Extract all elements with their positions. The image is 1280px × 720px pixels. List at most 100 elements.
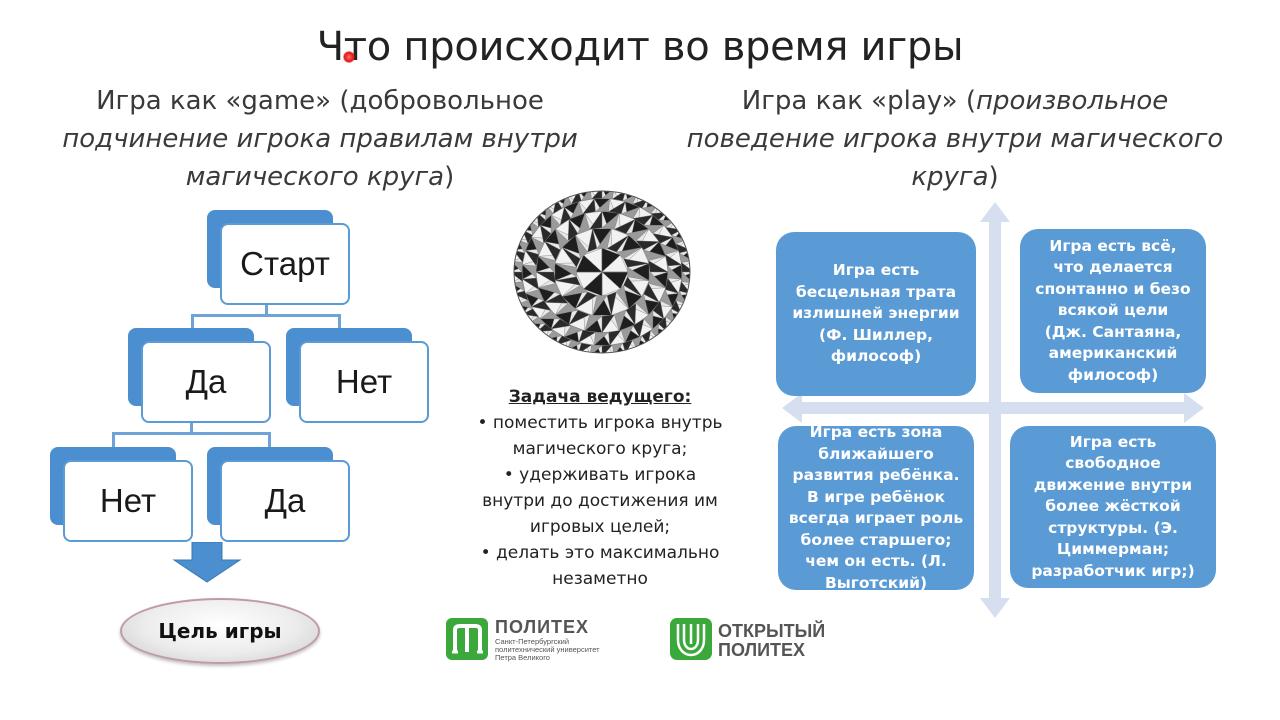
connector-no2-drop xyxy=(112,432,115,449)
tiling-triangle xyxy=(643,224,665,234)
host-task: Задача ведущего: • поместить игрока внут… xyxy=(470,384,730,592)
game-heading-line3: магического круга xyxy=(185,162,445,192)
tiling-triangle xyxy=(632,335,643,351)
tiling-triangle xyxy=(577,212,590,235)
host-task-item: • делать это максимально незаметно xyxy=(480,543,720,589)
tiling-triangle xyxy=(613,218,636,235)
tiling-triangle xyxy=(681,261,690,273)
no-box: Нет xyxy=(299,341,429,423)
tiling-triangle xyxy=(652,233,674,244)
tiling-triangle xyxy=(681,271,690,284)
tiling-triangle xyxy=(643,249,667,261)
tiling-triangle xyxy=(635,240,660,251)
polytech-logo-sub1: Санкт-Петербургский xyxy=(495,637,570,646)
tiling-triangle xyxy=(535,271,556,284)
tiling-triangle xyxy=(593,332,610,346)
tiling-triangle xyxy=(559,206,572,226)
down-arrow-icon xyxy=(172,542,242,583)
tiling-triangle xyxy=(550,214,561,234)
tiling-triangle xyxy=(521,264,537,279)
tiling-triangle xyxy=(643,282,660,303)
tiling-triangle xyxy=(664,253,683,267)
magic-circle-image xyxy=(513,190,691,354)
game-heading: Игра как «game» (добровольное подчинение… xyxy=(40,82,600,196)
tiling-triangle xyxy=(537,255,556,273)
tiling-triangle xyxy=(550,318,572,330)
tiling-triangle xyxy=(575,291,598,309)
tiling-triangle xyxy=(516,299,534,310)
tiling-triangle xyxy=(521,277,540,291)
tiling-triangle xyxy=(567,218,579,242)
tiling-triangle xyxy=(606,235,629,253)
polytech-logo-sub3: Петра Великого xyxy=(495,653,550,662)
tiling-triangle xyxy=(539,310,561,320)
tiling-triangle xyxy=(596,228,612,249)
tiling-triangle xyxy=(554,263,577,278)
connector-right-drop xyxy=(338,314,341,330)
play-heading-line2: поведение игрока внутри магического xyxy=(686,124,1224,154)
polytech-logo-icon xyxy=(446,618,488,660)
game-heading-line3-end: ) xyxy=(444,162,455,192)
connector-left-drop xyxy=(191,314,194,330)
tiling-triangle xyxy=(625,302,637,326)
tiling-triangle xyxy=(561,193,572,209)
tiling-triangle xyxy=(601,344,613,353)
tiling-triangle xyxy=(615,247,643,259)
tiling-triangle xyxy=(539,224,552,244)
play-heading-line3: круга xyxy=(911,162,989,192)
polytech-logo-name: ПОЛИТЕХ xyxy=(495,617,590,637)
tiling-triangle xyxy=(563,325,584,338)
tiling-triangle xyxy=(667,265,683,280)
tiling-triangle xyxy=(575,235,588,260)
tiling-triangle xyxy=(554,228,569,251)
connector-yes-v xyxy=(190,420,193,434)
tiling-triangle xyxy=(592,295,608,316)
goal-ellipse: Цель игры xyxy=(120,598,320,664)
yes-box: Да xyxy=(141,341,271,423)
play-heading-line3-end: ) xyxy=(988,162,999,192)
slide-title: Что происходит во время игры xyxy=(316,24,964,70)
tiling-triangle xyxy=(514,271,523,283)
tiling-triangle xyxy=(614,309,627,332)
tiling-triangle xyxy=(625,228,650,242)
tiling-triangle xyxy=(623,276,643,297)
open-polytech-line2: ПОЛИТЕХ xyxy=(718,640,806,660)
tiling-triangle xyxy=(589,344,603,353)
play-heading-strong: Игра как «play» xyxy=(741,86,958,116)
tiling-triangle xyxy=(659,289,673,308)
tiling-triangle xyxy=(530,300,552,311)
yes-box-2: Да xyxy=(220,460,350,542)
tiling-triangle xyxy=(582,198,596,215)
start-box: Старт xyxy=(220,223,350,305)
tiling-triangle xyxy=(601,212,620,230)
tiling-triangle xyxy=(561,247,581,268)
tiling-triangle xyxy=(591,191,603,200)
open-polytech-logo-icon xyxy=(670,618,712,660)
tiling-triangle xyxy=(670,234,688,245)
tiling-triangle xyxy=(584,314,603,332)
tiling-triangle xyxy=(587,228,598,253)
connector-start-v xyxy=(265,300,268,316)
tiling-triangle xyxy=(608,329,622,346)
tiling-triangle xyxy=(635,293,650,316)
tiling-triangle xyxy=(524,289,545,301)
tiling-triangle xyxy=(514,260,523,273)
tiling-triangle xyxy=(601,191,615,200)
tiling-triangle xyxy=(607,201,626,215)
play-heading: Игра как «play» (произвольное поведение … xyxy=(670,82,1240,196)
tiling-triangle xyxy=(606,291,617,316)
host-task-title: Задача ведущего: xyxy=(508,387,692,407)
tiling-triangle xyxy=(594,198,611,212)
tiling-triangle xyxy=(616,284,629,309)
game-heading-strong: Игра как «game» xyxy=(96,86,332,116)
tiling-triangle xyxy=(568,309,591,326)
tiling-triangle xyxy=(652,300,665,320)
game-heading-line2: подчинение игрока правилам внутри xyxy=(62,124,578,154)
polytech-logo-sub2: политехнический университет xyxy=(495,645,600,654)
laser-pointer-dot xyxy=(343,51,355,63)
tiling-triangle xyxy=(531,236,545,255)
open-polytech-line1: ОТКРЫТЫЙ xyxy=(718,621,826,641)
tiling-triangle xyxy=(601,314,615,334)
tiling-triangle xyxy=(554,302,579,316)
quadrant-axes xyxy=(782,202,1204,618)
